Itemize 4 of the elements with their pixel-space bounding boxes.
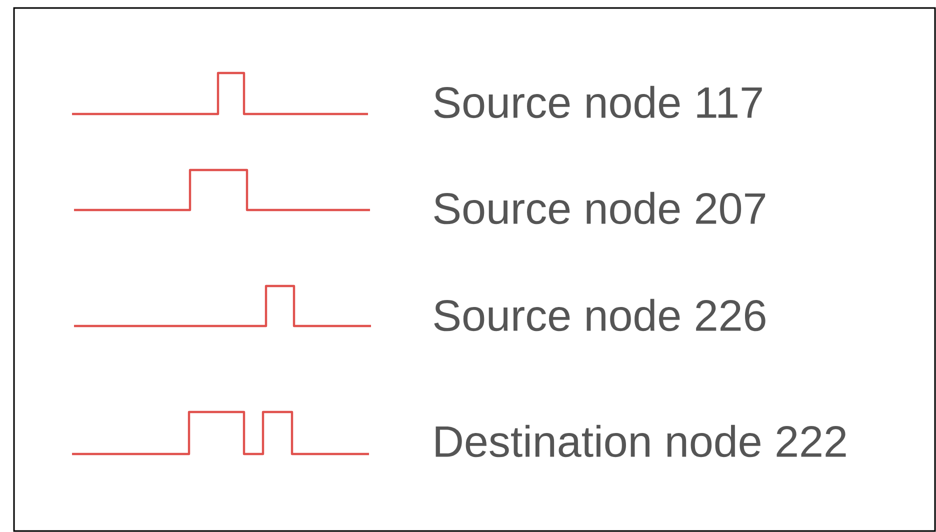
legend-text: Source node 117 — [434, 86, 762, 118]
legend-text: Destination node 222 — [436, 424, 846, 458]
legend-text: Source node 207 — [434, 192, 766, 224]
legend-text: Source node 226 — [434, 298, 766, 332]
